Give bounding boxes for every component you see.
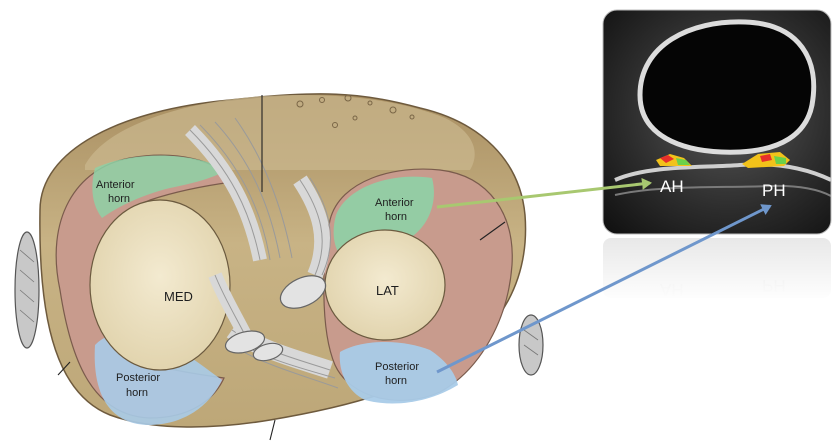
- medial-anterior-horn-label-line1: Anterior: [96, 179, 135, 191]
- mri-anterior-horn-label: AH: [660, 177, 684, 196]
- femoral-condyle: [640, 22, 814, 152]
- lateral-anterior-horn-label-line2: horn: [385, 211, 407, 223]
- medial-posterior-horn-label-line1: Posterior: [116, 372, 160, 384]
- medial-posterior-horn-label-line2: horn: [126, 387, 148, 399]
- mri-inset: AH PH: [603, 10, 831, 234]
- lateral-anterior-horn-label-line1: Anterior: [375, 197, 414, 209]
- lateral-posterior-horn-label-line2: horn: [385, 375, 407, 387]
- medial-collateral-pad: [15, 232, 39, 348]
- medial-anterior-horn-label-line2: horn: [108, 193, 130, 205]
- lateral-compartment-label: LAT: [376, 283, 399, 298]
- medial-compartment-label: MED: [164, 289, 193, 304]
- mri-posterior-horn-label: PH: [762, 181, 786, 200]
- mri-reflection: AH PH: [600, 236, 834, 302]
- lateral-posterior-horn-label-line1: Posterior: [375, 361, 419, 373]
- tibial-plateau: Anterior horn MED LAT Anterior horn Post…: [15, 94, 543, 440]
- medial-articular-surface: [90, 200, 230, 370]
